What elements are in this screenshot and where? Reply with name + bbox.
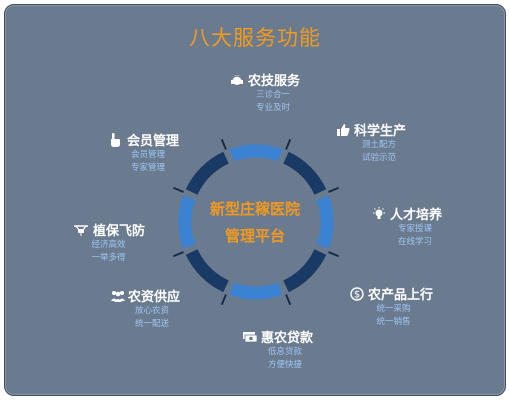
center-title-line2: 管理平台 [224,227,285,245]
svg-text:$: $ [354,289,360,300]
ring-connector [172,251,184,258]
headset-icon [230,73,245,87]
ring-connector [285,294,292,306]
service-label: 会员管理 [127,134,180,149]
service-desc: 测土配方 试验示范 [362,140,397,163]
drone-icon [72,223,90,237]
service-members[interactable]: 会员管理 会员管理 专家管理 [109,130,179,175]
service-desc: 放心农资 统一配送 [135,306,170,329]
service-label: 农资供应 [128,290,181,305]
ring-connector [285,138,292,150]
service-products[interactable]: $ 农产品上行 统一采购 统一销售 [350,284,433,329]
service-label: 农产品上行 [368,288,434,303]
pointer-hand-icon [109,132,124,147]
thumbs-up-icon [336,123,351,137]
money-icon [243,330,258,344]
center-title: 新型庄稼医院 管理平台 [195,196,315,250]
service-desc: 低息贷款 方便快捷 [268,347,303,370]
service-supplies[interactable]: 农资供应 放心农资 统一配送 [110,286,180,331]
service-label: 农技服务 [248,74,301,89]
service-label: 人才培养 [390,208,443,223]
service-desc: 专家授课 在线学习 [398,224,433,247]
service-loans[interactable]: 惠农贷款 低息贷款 方便快捷 [243,327,313,372]
service-desc: 会员管理 专家管理 [131,150,166,173]
service-desc: 统一采购 统一销售 [376,304,411,327]
ring-segment [178,195,196,249]
background-panel [4,4,506,396]
service-label: 植保飞防 [93,224,146,239]
service-desc: 经济高效 一举多得 [91,240,126,263]
dollar-circle-icon: $ [350,286,365,301]
service-label: 惠农贷款 [261,331,314,346]
ring-segment [283,249,327,293]
ring-connector [328,186,340,193]
service-desc: 三诊合一 专业及时 [256,90,291,113]
ring-segment [283,151,327,195]
ring-connector [172,186,184,193]
service-science[interactable]: 科学生产 测土配方 试验示范 [336,120,406,165]
ring-connector [220,138,227,150]
center-title-line1: 新型庄稼医院 [209,200,300,218]
service-talent[interactable]: 人才培养 专家授课 在线学习 [372,204,442,249]
lightbulb-icon [372,206,387,221]
ring-connector [328,251,340,258]
ring-segment [316,195,334,249]
ring-connector [220,294,227,306]
ring-segment [185,249,229,293]
service-agri-tech[interactable]: 农技服务 三诊合一 专业及时 [230,70,300,115]
ring-segment [229,282,283,300]
ring-segment [229,144,283,162]
service-label: 科学生产 [354,124,407,139]
service-drone[interactable]: 植保飞防 经济高效 一举多得 [72,220,145,265]
ring-segment [185,151,229,195]
page-title: 八大服务功能 [189,26,321,50]
people-icon [110,289,125,303]
